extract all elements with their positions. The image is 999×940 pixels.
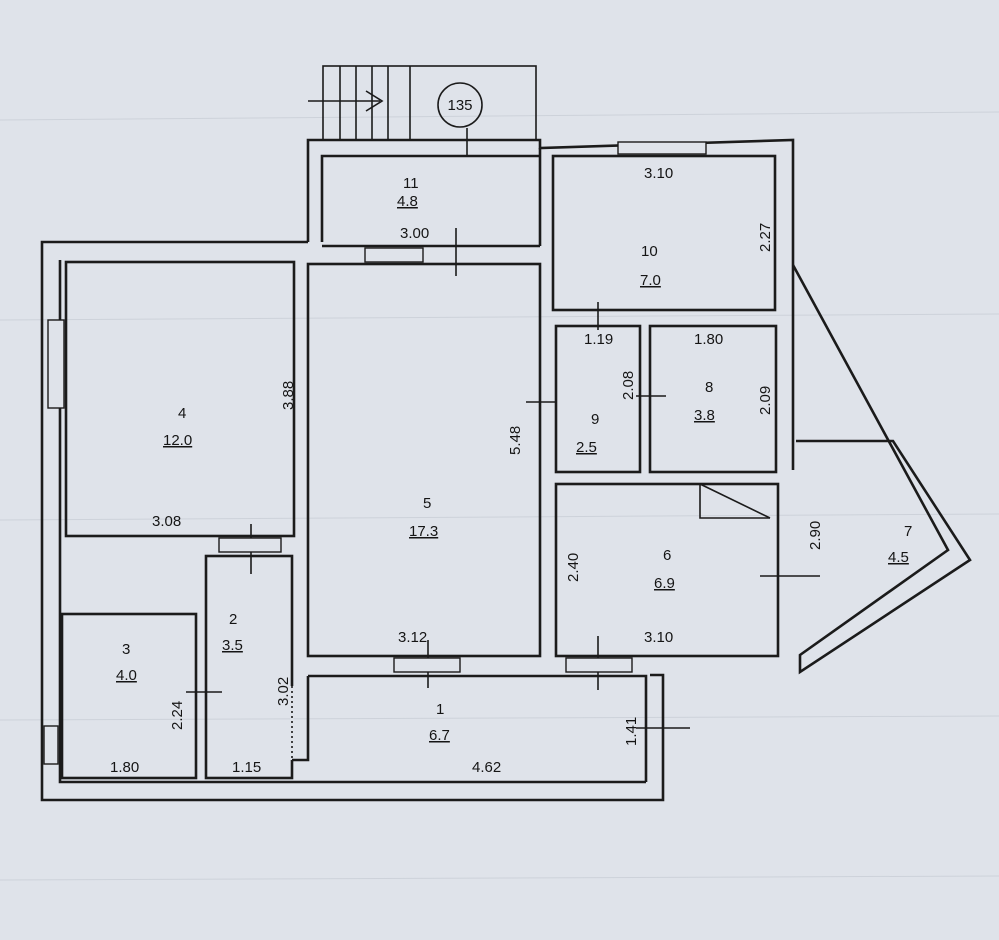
paper-lines <box>0 111 999 881</box>
room-10-width: 3.10 <box>644 165 673 182</box>
room-6: 2.40 6 6.9 3.10 2.90 <box>554 482 824 690</box>
room-8-width: 1.80 <box>694 331 723 348</box>
room-3-number: 3 <box>122 641 130 658</box>
room-6-width: 3.10 <box>644 629 673 646</box>
room-3-height: 2.24 <box>169 701 186 730</box>
room-4-area: 12.0 <box>163 432 192 449</box>
room-2: 2 3.5 3.02 1.15 <box>204 554 294 780</box>
room-9-width: 1.19 <box>584 331 613 348</box>
room-7: 7 4.5 <box>888 523 912 566</box>
room-9-height: 2.08 <box>620 371 637 400</box>
room-1-number: 1 <box>436 701 444 718</box>
room-5-area: 17.3 <box>409 523 438 540</box>
room-6-height: 2.40 <box>565 553 582 582</box>
room-2-area: 3.5 <box>222 637 243 654</box>
room-11-width: 3.00 <box>400 225 429 242</box>
room-7-dim: 2.90 <box>807 521 824 550</box>
room-9-area: 2.5 <box>576 439 597 456</box>
room-5-height: 5.48 <box>507 426 524 455</box>
room-5: 5.48 5 17.3 3.12 <box>306 247 556 688</box>
window <box>617 141 707 155</box>
room-5-width: 3.12 <box>398 629 427 646</box>
room-1-area: 6.7 <box>429 727 450 744</box>
room-5-number: 5 <box>423 495 431 512</box>
room-8-number: 8 <box>705 379 713 396</box>
room-6-number: 6 <box>663 547 671 564</box>
room-3-width: 1.80 <box>110 759 139 776</box>
room-2-number: 2 <box>229 611 237 628</box>
room-3-area: 4.0 <box>116 667 137 684</box>
room-2-width: 1.15 <box>232 759 261 776</box>
room-3: 3 4.0 2.24 1.80 <box>43 612 222 780</box>
room-10-area: 7.0 <box>640 272 661 289</box>
room-8-height: 2.09 <box>757 386 774 415</box>
stairs: 135 <box>308 65 537 156</box>
room-1-height: 1.41 <box>623 717 640 746</box>
stair-marker-circle <box>437 82 483 128</box>
window <box>47 319 65 409</box>
room-7-area: 4.5 <box>888 549 909 566</box>
room-9: 1.19 2.08 9 2.5 <box>554 324 642 474</box>
door <box>393 657 461 673</box>
room-11-number: 11 <box>403 175 419 192</box>
door <box>565 657 633 673</box>
outer-walls <box>40 138 972 802</box>
room-4-number: 4 <box>178 405 186 422</box>
room-10-number: 10 <box>641 243 658 260</box>
room-10-height: 2.27 <box>757 223 774 252</box>
room-11: 11 4.8 3.00 <box>322 148 542 276</box>
window <box>364 247 424 263</box>
stair-marker: 135 <box>447 97 472 114</box>
room-4-width: 3.08 <box>152 513 181 530</box>
room-7-number: 7 <box>904 523 912 540</box>
room-9-number: 9 <box>591 411 599 428</box>
room-1-width: 4.62 <box>472 759 501 776</box>
room-10: 3.10 2.27 10 7.0 <box>551 141 777 330</box>
room-6-area: 6.9 <box>654 575 675 592</box>
room-4: 3.88 4 12.0 3.08 <box>47 260 297 574</box>
door <box>218 537 282 553</box>
room-4-height: 3.88 <box>280 381 297 410</box>
room-8: 1.80 2.09 8 3.8 <box>636 324 778 474</box>
room-11-area: 4.8 <box>397 193 418 210</box>
room-2-height: 3.02 <box>275 677 292 706</box>
room-1: 1 6.7 4.62 1.41 <box>292 657 690 782</box>
window <box>43 725 59 765</box>
room-8-area: 3.8 <box>694 407 715 424</box>
